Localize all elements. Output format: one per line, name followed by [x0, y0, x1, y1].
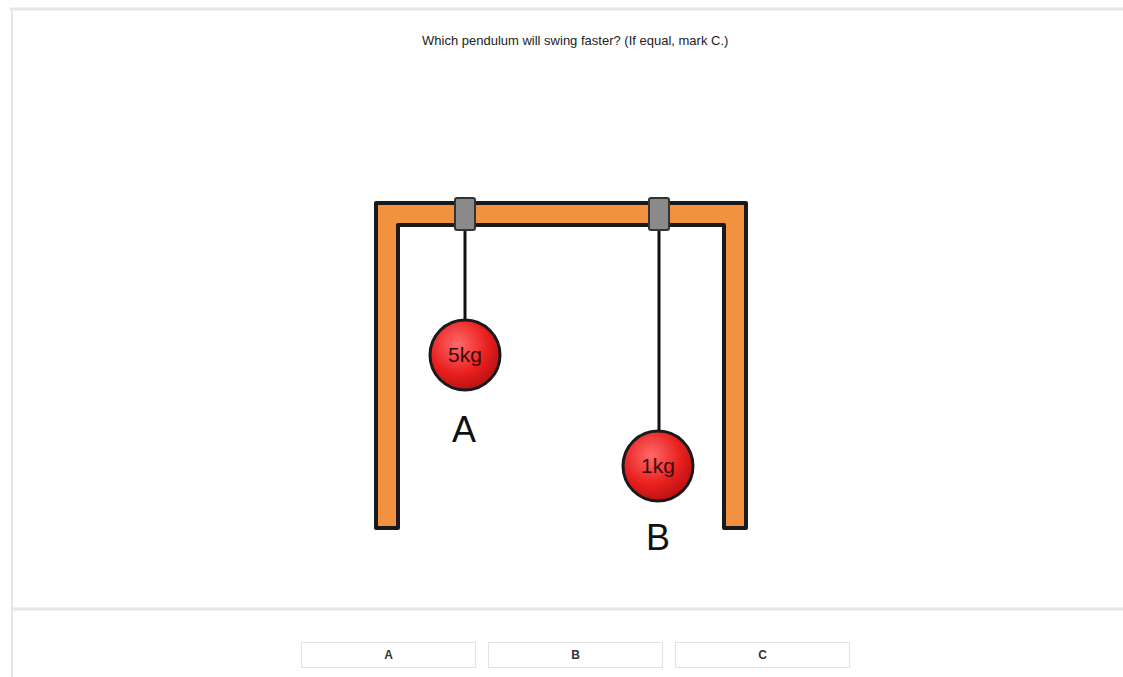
- answer-button: C: [675, 642, 850, 668]
- answer-button: B: [488, 642, 663, 668]
- bob-circle: [623, 431, 693, 501]
- pendulum-string: [464, 228, 467, 320]
- page-border: [11, 9, 13, 677]
- question-title: Which pendulum will swing faster? (If eq…: [422, 33, 728, 48]
- bob-circle: [430, 320, 500, 390]
- pendulum-letter: A: [452, 410, 476, 450]
- mass-label: 5kg: [448, 343, 482, 367]
- pendulum-letter: B: [646, 518, 670, 558]
- pendulum-bob: 5kg: [428, 318, 502, 392]
- page-border: [10, 8, 1123, 11]
- clamp: [455, 198, 475, 230]
- pendulum-frame: [376, 203, 746, 528]
- button-label: B: [571, 648, 580, 662]
- mass-label: 1kg: [641, 454, 675, 478]
- pendulum-bob: 1kg: [621, 429, 695, 503]
- separator-line: [12, 608, 1123, 611]
- button-label: A: [384, 648, 393, 662]
- answer-button: A: [301, 642, 476, 668]
- button-label: C: [758, 648, 767, 662]
- pendulum-string: [658, 228, 661, 430]
- clamp: [649, 198, 669, 230]
